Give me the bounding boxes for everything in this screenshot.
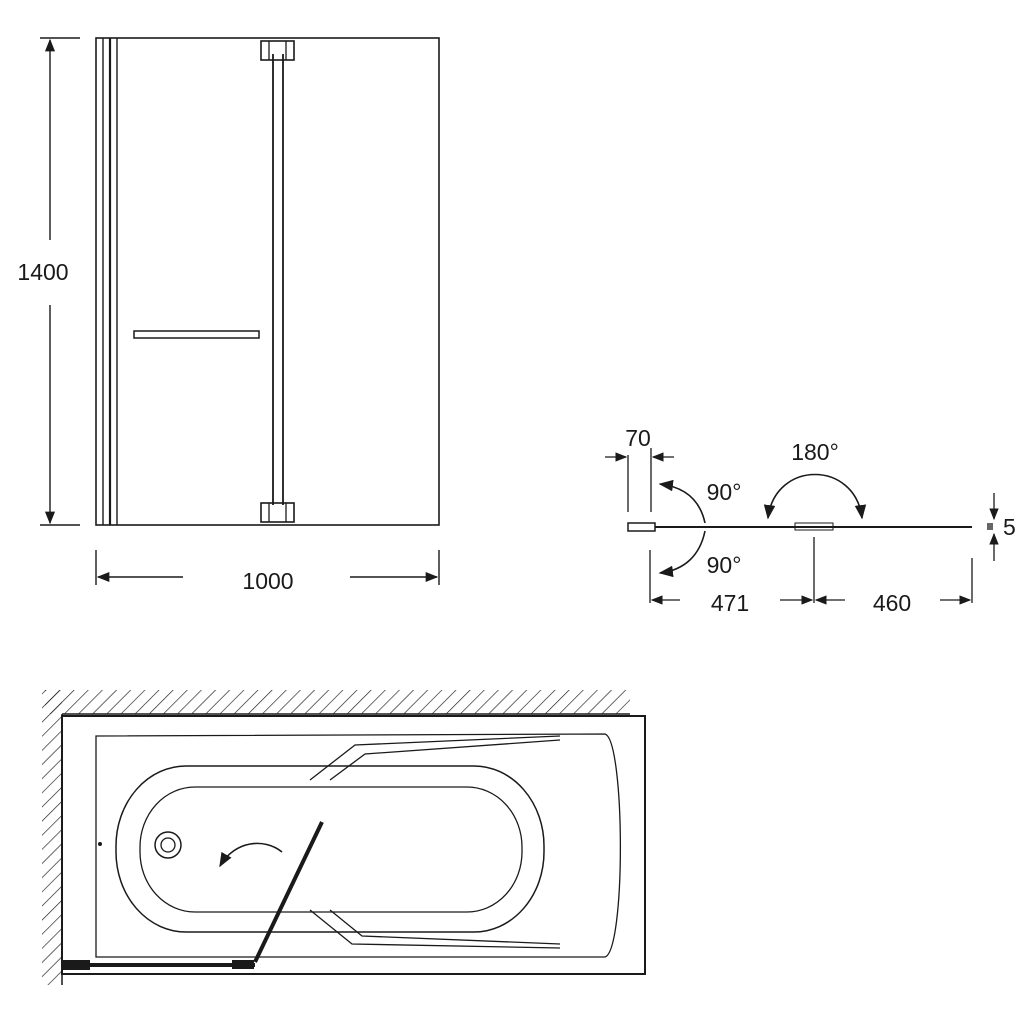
- screen-hinge: [232, 960, 254, 969]
- swing-arc-upper: [658, 479, 706, 524]
- armrest-bottom: [309, 909, 561, 949]
- bath-outer-rim: [61, 715, 646, 975]
- wall-hatch-top: [45, 690, 630, 714]
- bath-basin-outer: [115, 765, 545, 933]
- angle-upper-label: 90°: [707, 479, 742, 505]
- angle-lower-label: 90°: [707, 552, 742, 578]
- drain-inner: [160, 837, 176, 853]
- bath-plan: [42, 690, 646, 985]
- plan-view: 70 90° 90° 180° 471 460 5: [605, 425, 1016, 616]
- height-label: 1400: [17, 259, 68, 285]
- screen-wall-profile: [62, 960, 90, 970]
- bath-basin-inner: [139, 786, 523, 913]
- top-hinge: [260, 40, 295, 61]
- left-span-label: 471: [711, 590, 749, 616]
- drain-outer: [154, 831, 182, 859]
- bottom-hinge: [260, 502, 295, 523]
- front-elevation: 1400 1000: [17, 37, 440, 594]
- right-span-label: 460: [873, 590, 911, 616]
- hinge-plan: [794, 522, 834, 531]
- screen-swung-panel: [253, 821, 324, 963]
- wall-hatch-left: [42, 690, 62, 985]
- fixed-width-label: 70: [625, 425, 651, 451]
- armrest-top: [309, 735, 561, 781]
- towel-rail: [133, 330, 260, 339]
- swing-arc-lower: [658, 530, 706, 578]
- end-mark: [987, 523, 993, 530]
- tap-hole: [98, 842, 102, 846]
- screen-outline: [95, 37, 440, 526]
- swing-direction-arrow: [219, 842, 283, 868]
- wall-profile-plan: [627, 522, 656, 532]
- width-label: 1000: [242, 568, 293, 594]
- thickness-label: 5: [1003, 514, 1016, 540]
- angle-180-label: 180°: [791, 439, 839, 465]
- swing-arc-180: [763, 473, 867, 520]
- bath-deck: [95, 733, 622, 958]
